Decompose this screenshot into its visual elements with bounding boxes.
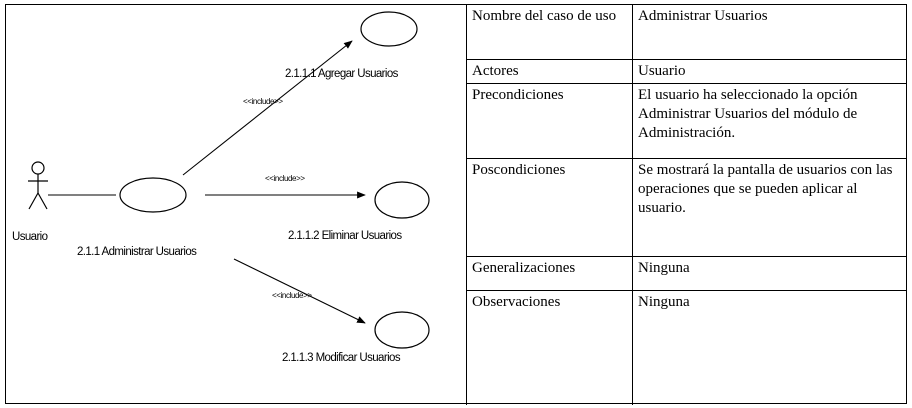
spec-value: Ninguna <box>632 289 906 405</box>
use-case-specification-figure: Usuario 2.1.1 Administrar Usuarios 2.1.1… <box>5 4 907 405</box>
actor-label: Usuario <box>12 231 48 243</box>
main-use-case-label: 2.1.1 Administrar Usuarios <box>77 246 197 258</box>
main-use-case-ellipse <box>119 177 187 213</box>
use-case-label-eliminar: 2.1.1.2 Eliminar Usuarios <box>288 230 402 242</box>
spec-row-generalizaciones: Generalizaciones Ninguna <box>466 255 906 291</box>
use-case-ellipse-modificar <box>374 311 430 349</box>
include-arrow-modificar <box>233 258 366 324</box>
include-label-modificar: <<include>> <box>272 291 312 300</box>
include-label-agregar: <<include>> <box>243 97 283 106</box>
actor-figure <box>28 161 48 210</box>
use-case-ellipse-agregar <box>360 11 418 47</box>
use-case-spec-table: Nombre del caso de uso Administrar Usuar… <box>466 5 906 405</box>
spec-key: Poscondiciones <box>466 157 633 257</box>
spec-key: Generalizaciones <box>466 255 633 291</box>
spec-value: Usuario <box>632 58 906 84</box>
spec-row-nombre: Nombre del caso de uso Administrar Usuar… <box>466 5 906 60</box>
use-case-label-modificar: 2.1.1.3 Modificar Usuarios <box>282 352 401 364</box>
use-case-ellipse-eliminar <box>374 181 430 219</box>
include-arrow-agregar <box>182 40 353 176</box>
spec-row-observaciones: Observaciones Ninguna <box>466 289 906 405</box>
spec-value: Administrar Usuarios <box>632 5 906 60</box>
spec-value: Se mostrará la pantalla de usuarios con … <box>632 157 906 257</box>
spec-key: Actores <box>466 58 633 84</box>
use-case-diagram-canvas <box>28 11 430 349</box>
spec-key: Observaciones <box>466 289 633 405</box>
spec-value: Ninguna <box>632 255 906 291</box>
spec-key: Precondiciones <box>466 82 633 159</box>
spec-row-actores: Actores Usuario <box>466 58 906 84</box>
spec-value: El usuario ha seleccionado la opción Adm… <box>632 82 906 159</box>
spec-row-poscondiciones: Poscondiciones Se mostrará la pantalla d… <box>466 157 906 257</box>
spec-key: Nombre del caso de uso <box>466 5 633 60</box>
use-case-label-agregar: 2.1.1.1 Agregar Usuarios <box>285 68 398 80</box>
spec-row-precondiciones: Precondiciones El usuario ha seleccionad… <box>466 82 906 159</box>
include-label-eliminar: <<include>> <box>265 174 305 183</box>
use-case-diagram: Usuario 2.1.1 Administrar Usuarios 2.1.1… <box>6 5 466 405</box>
